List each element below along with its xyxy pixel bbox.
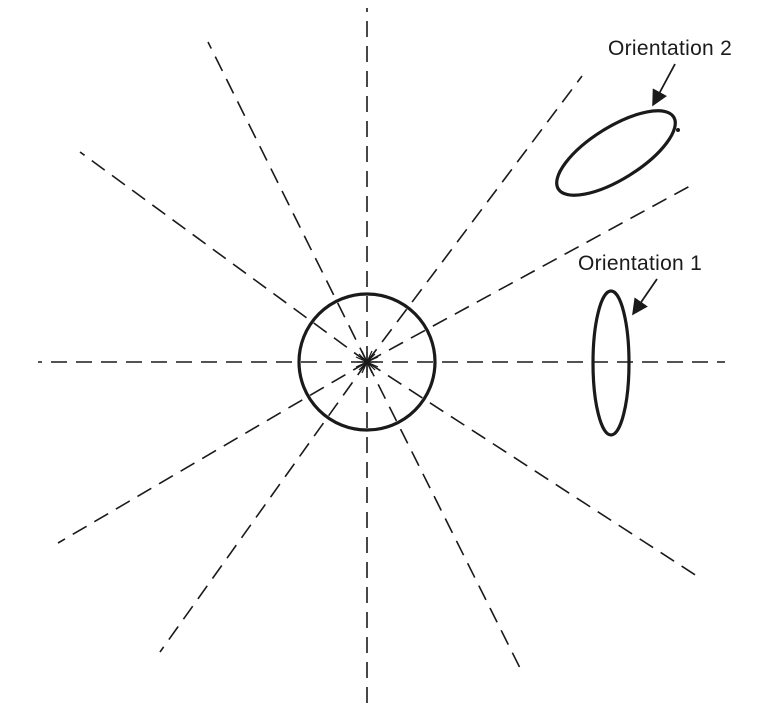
orientation-2-arrow <box>652 63 676 107</box>
orientation-1-ellipse <box>591 289 631 437</box>
orientation-2-label: Orientation 2 <box>608 37 732 60</box>
ray-upper-right-shallow <box>366 185 691 363</box>
center-hub <box>355 350 379 374</box>
ray-upper-left-steep <box>207 41 368 363</box>
orientation-2-dot <box>676 128 680 132</box>
ray-lower-left-shallow <box>57 361 368 544</box>
ray-upper-left-shallow <box>79 151 368 363</box>
ray-lower-right-steep <box>366 361 521 669</box>
radial-dashed-lines <box>38 8 725 708</box>
center-circle <box>297 292 437 432</box>
ray-lower-right-shallow <box>366 361 701 579</box>
ray-lower-left-steep <box>159 361 368 653</box>
orientation-2-ellipse <box>555 109 677 197</box>
orientation-1-label: Orientation 1 <box>578 252 702 275</box>
ray-upper-right-steep <box>366 75 583 363</box>
orientation-1-arrow <box>632 278 658 316</box>
